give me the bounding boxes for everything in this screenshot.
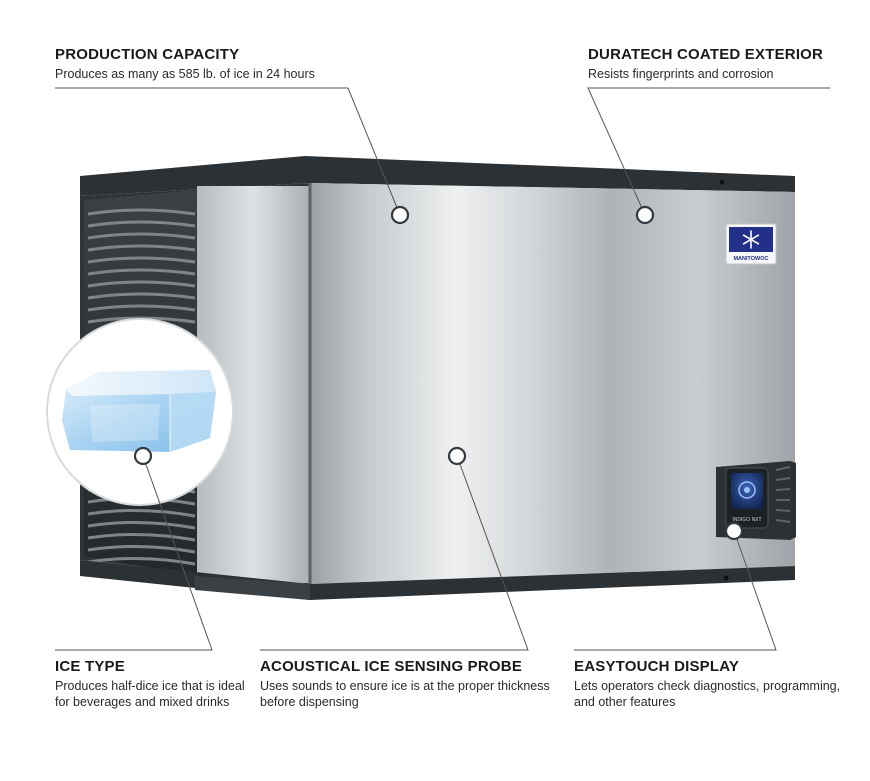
hotspot-probe[interactable] xyxy=(447,446,467,466)
leader-lines xyxy=(55,87,830,651)
callout-title: EASYTOUCH DISPLAY xyxy=(574,658,740,675)
hotspot-duratech[interactable] xyxy=(635,205,655,225)
brand-badge: MANITOWOC xyxy=(725,223,777,265)
callout-title: PRODUCTION CAPACITY xyxy=(55,46,240,63)
callout-probe: ACOUSTICAL ICE SENSING PROBE Uses sounds… xyxy=(260,658,550,710)
easytouch-housing: INDIGO NXT xyxy=(716,461,796,540)
callout-title: ACOUSTICAL ICE SENSING PROBE xyxy=(260,658,523,675)
callout-ice-type: ICE TYPE Produces half-dice ice that is … xyxy=(55,658,245,710)
front-panel xyxy=(310,183,795,584)
callout-production-capacity: PRODUCTION CAPACITY Produces as many as … xyxy=(55,46,375,82)
callout-description: Lets operators check diagnostics, progra… xyxy=(574,679,841,709)
callout-title: ICE TYPE xyxy=(55,658,125,675)
callout-easytouch: EASYTOUCH DISPLAY Lets operators check d… xyxy=(574,658,844,710)
hotspot-ice-type[interactable] xyxy=(133,446,153,466)
callout-description: Resists fingerprints and corrosion xyxy=(588,67,774,81)
display-brand-text: INDIGO NXT xyxy=(732,517,761,523)
hotspot-markers xyxy=(133,205,744,541)
snowflake-icon xyxy=(742,230,760,249)
badge-brand-text: MANITOWOC xyxy=(733,256,768,262)
callout-title: DURATECH COATED EXTERIOR xyxy=(588,46,824,63)
callout-description: Uses sounds to ensure ice is at the prop… xyxy=(260,679,550,709)
hotspot-easytouch[interactable] xyxy=(724,521,744,541)
top-trim xyxy=(80,156,795,196)
callout-description: Produces as many as 585 lb. of ice in 24… xyxy=(55,67,315,81)
hotspot-production-capacity[interactable] xyxy=(390,205,410,225)
ice-cube-magnifier xyxy=(46,318,234,506)
callout-description: Produces half-dice ice that is ideal for… xyxy=(55,679,245,709)
callout-duratech: DURATECH COATED EXTERIOR Resists fingerp… xyxy=(588,46,848,82)
